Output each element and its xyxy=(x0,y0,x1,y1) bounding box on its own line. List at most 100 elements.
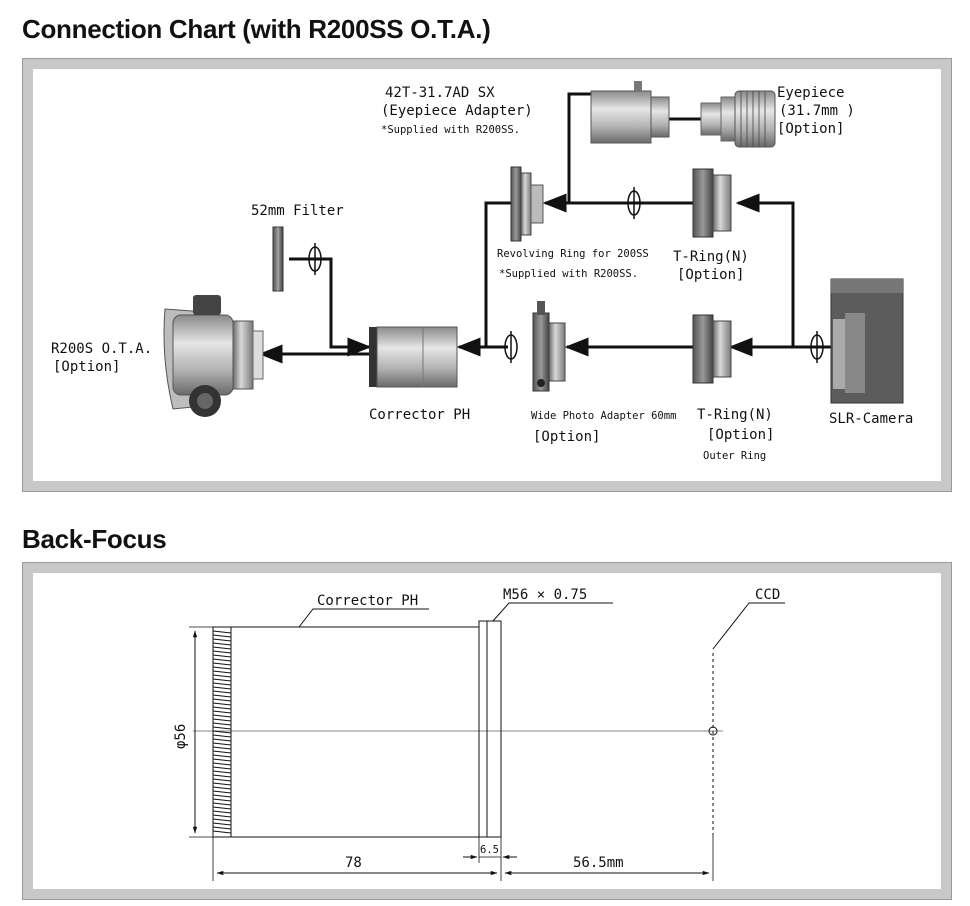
knurl-line xyxy=(212,806,232,810)
knurl-line xyxy=(212,634,232,638)
corrector-label: Corrector PH xyxy=(369,407,470,423)
thread-ring-outer xyxy=(486,620,502,838)
knurl-line xyxy=(212,818,232,822)
knurl-line xyxy=(212,714,232,718)
knurl-line xyxy=(212,698,232,702)
knurl-line xyxy=(212,658,232,662)
thread-ring-inner xyxy=(478,620,488,838)
ota-name-label: R200S O.T.A. xyxy=(51,341,152,357)
back-focus-title: Back-Focus xyxy=(22,524,167,554)
t-ring-bottom-image xyxy=(692,314,732,384)
corrector-ph-image xyxy=(369,326,458,388)
t-ring-top-image xyxy=(692,168,732,238)
knurl-line xyxy=(212,774,232,778)
back-focus-length-label: 56.5mm xyxy=(573,855,624,871)
knurl-line xyxy=(212,802,232,806)
eyepiece-image xyxy=(700,90,776,148)
knurl-line xyxy=(212,770,232,774)
adapter-name-label: 42T-31.7AD SX xyxy=(385,85,495,101)
revolving-name-label: Revolving Ring for 200SS xyxy=(497,248,649,260)
knurl-line xyxy=(212,814,232,818)
adapter-note-label: *Supplied with R200SS. xyxy=(381,124,520,136)
arrow-revolving-to-corrector xyxy=(456,201,511,357)
adapter-desc-label: (Eyepiece Adapter) xyxy=(381,103,533,119)
t-ring-bottom-option-label: [Option] xyxy=(707,427,774,443)
ota-option-label: [Option] xyxy=(53,359,120,375)
connection-chart-diagram: 42T-31.7AD SX (Eyepiece Adapter) *Suppli… xyxy=(51,81,913,462)
filter-label: 52mm Filter xyxy=(251,203,344,219)
ccd-label: CCD xyxy=(755,587,780,603)
knurl-line xyxy=(212,766,232,770)
knurl-line xyxy=(212,826,232,830)
knurl-line xyxy=(212,686,232,690)
thread-leader-line xyxy=(492,602,613,622)
knurl-line xyxy=(212,782,232,786)
t-ring-bottom-name-label: T-Ring(N) xyxy=(697,407,773,423)
knurl-line xyxy=(212,762,232,766)
wide-photo-adapter-image xyxy=(532,301,566,392)
wide-adapter-name-label: Wide Photo Adapter 60mm xyxy=(531,410,676,422)
knurl-line xyxy=(212,746,232,750)
back-focus-panel: Corrector PH M56 × 0.75 CCD φ56 78 6.5 5… xyxy=(22,562,952,900)
eyepiece-size-label: (31.7mm ) xyxy=(779,103,855,119)
knurl-line xyxy=(212,810,232,814)
t-ring-bottom-note-label: Outer Ring xyxy=(703,450,766,462)
rotation-icon xyxy=(308,243,322,275)
knurl-line xyxy=(212,722,232,726)
knurl-line xyxy=(212,726,232,730)
knurl-line xyxy=(212,654,232,658)
knurl-line xyxy=(212,630,232,634)
t-ring-top-name-label: T-Ring(N) xyxy=(673,249,749,265)
knurl-line xyxy=(212,730,232,734)
knurl-line xyxy=(212,754,232,758)
arrow-camera-to-tring-top xyxy=(735,193,795,347)
knurl-line xyxy=(212,694,232,698)
knurl-line xyxy=(212,738,232,742)
ccd-leader-line xyxy=(712,602,785,650)
camera-label: SLR-Camera xyxy=(829,411,913,427)
connection-lines xyxy=(258,92,833,364)
knurl-line xyxy=(212,678,232,682)
connection-chart-panel: 42T-31.7AD SX (Eyepiece Adapter) *Suppli… xyxy=(22,58,952,492)
rotation-icon xyxy=(504,331,518,363)
knurl-line xyxy=(212,750,232,754)
t-ring-top-option-label: [Option] xyxy=(677,267,744,283)
knurl-line xyxy=(212,790,232,794)
eyepiece-name-label: Eyepiece xyxy=(777,85,844,101)
corrector-leader-line xyxy=(298,608,429,628)
slr-camera-image xyxy=(830,278,904,404)
filter-image xyxy=(272,226,284,292)
knurl-line xyxy=(212,718,232,722)
arrow-filter-to-corrector xyxy=(289,257,372,357)
knurl-line xyxy=(212,702,232,706)
knurl-line xyxy=(212,682,232,686)
rotation-icon xyxy=(627,187,641,219)
line-adapter-eyepiece-up xyxy=(567,92,591,204)
diameter-label: φ56 xyxy=(173,724,189,749)
knurl-line xyxy=(212,742,232,746)
corrector-body xyxy=(230,626,480,838)
thread-label: M56 × 0.75 xyxy=(503,587,587,603)
revolving-ring-image xyxy=(510,166,544,242)
knurl-line xyxy=(212,830,232,834)
knurl-line xyxy=(212,822,232,826)
wide-adapter-option-label: [Option] xyxy=(533,429,600,445)
knurl-line xyxy=(212,706,232,710)
knurl-line xyxy=(212,642,232,646)
knurl-line xyxy=(212,758,232,762)
knurl-line xyxy=(212,638,232,642)
back-focus-diagram: Corrector PH M56 × 0.75 CCD φ56 78 6.5 5… xyxy=(173,587,785,881)
corrector-length-label: 78 xyxy=(345,855,362,871)
knurl-line xyxy=(212,666,232,670)
connection-chart-title: Connection Chart (with R200SS O.T.A.) xyxy=(22,14,491,44)
corrector-label: Corrector PH xyxy=(317,593,418,609)
rotation-icon xyxy=(810,331,824,363)
knurl-line xyxy=(212,650,232,654)
ota-image xyxy=(163,295,264,417)
knurl-line xyxy=(212,786,232,790)
knurl-line xyxy=(212,710,232,714)
knurl-line xyxy=(212,662,232,666)
eyepiece-adapter-image xyxy=(590,81,670,144)
knurl-line xyxy=(212,798,232,802)
knurl-line xyxy=(212,778,232,782)
